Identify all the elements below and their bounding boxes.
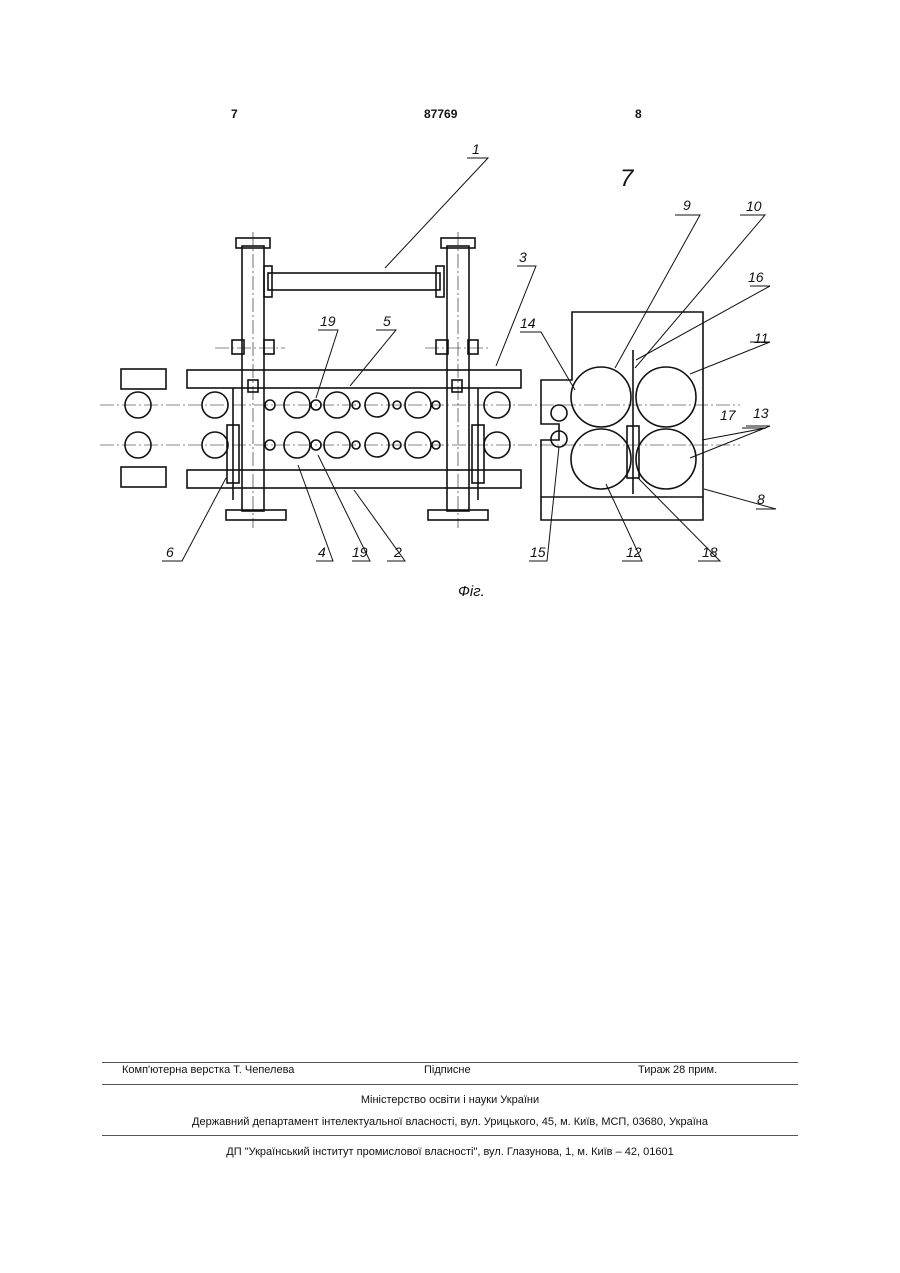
label-18: 18 xyxy=(702,544,718,560)
label-14: 14 xyxy=(520,315,536,331)
typesetting-credit: Комп'ютерна верстка Т. Чепелева xyxy=(122,1064,294,1076)
footer-divider-bottom xyxy=(102,1135,798,1136)
label-10: 10 xyxy=(746,198,762,214)
ministry-line: Міністерство освіти і науки України xyxy=(0,1094,900,1106)
label-5: 5 xyxy=(383,313,391,329)
signed-note: Підписне xyxy=(424,1064,471,1076)
footer-divider-middle xyxy=(102,1084,798,1085)
label-17: 17 xyxy=(720,407,737,423)
label-8: 8 xyxy=(757,491,765,507)
figure-caption: Фіг. xyxy=(458,583,485,600)
label-11: 11 xyxy=(754,330,769,346)
footer-divider-top xyxy=(102,1062,798,1063)
label-2: 2 xyxy=(393,544,402,560)
label-19-top: 19 xyxy=(320,313,336,329)
label-12: 12 xyxy=(626,544,642,560)
label-1: 1 xyxy=(472,141,480,157)
circulation-note: Тираж 28 прим. xyxy=(638,1064,717,1076)
label-19-bottom: 19 xyxy=(352,544,368,560)
label-4: 4 xyxy=(318,544,326,560)
figure-number: 7 xyxy=(620,165,635,192)
label-15: 15 xyxy=(530,544,546,560)
label-9: 9 xyxy=(683,197,691,213)
department-line: Державний департамент інтелектуальної вл… xyxy=(0,1116,900,1128)
label-16: 16 xyxy=(748,269,764,285)
label-6: 6 xyxy=(166,544,174,560)
institute-line: ДП "Український інститут промислової вла… xyxy=(0,1146,900,1158)
label-3: 3 xyxy=(519,249,527,265)
label-13: 13 xyxy=(753,405,769,421)
technical-drawing: 1 2 3 4 5 6 8 9 10 11 12 13 14 15 16 17 … xyxy=(0,0,900,620)
